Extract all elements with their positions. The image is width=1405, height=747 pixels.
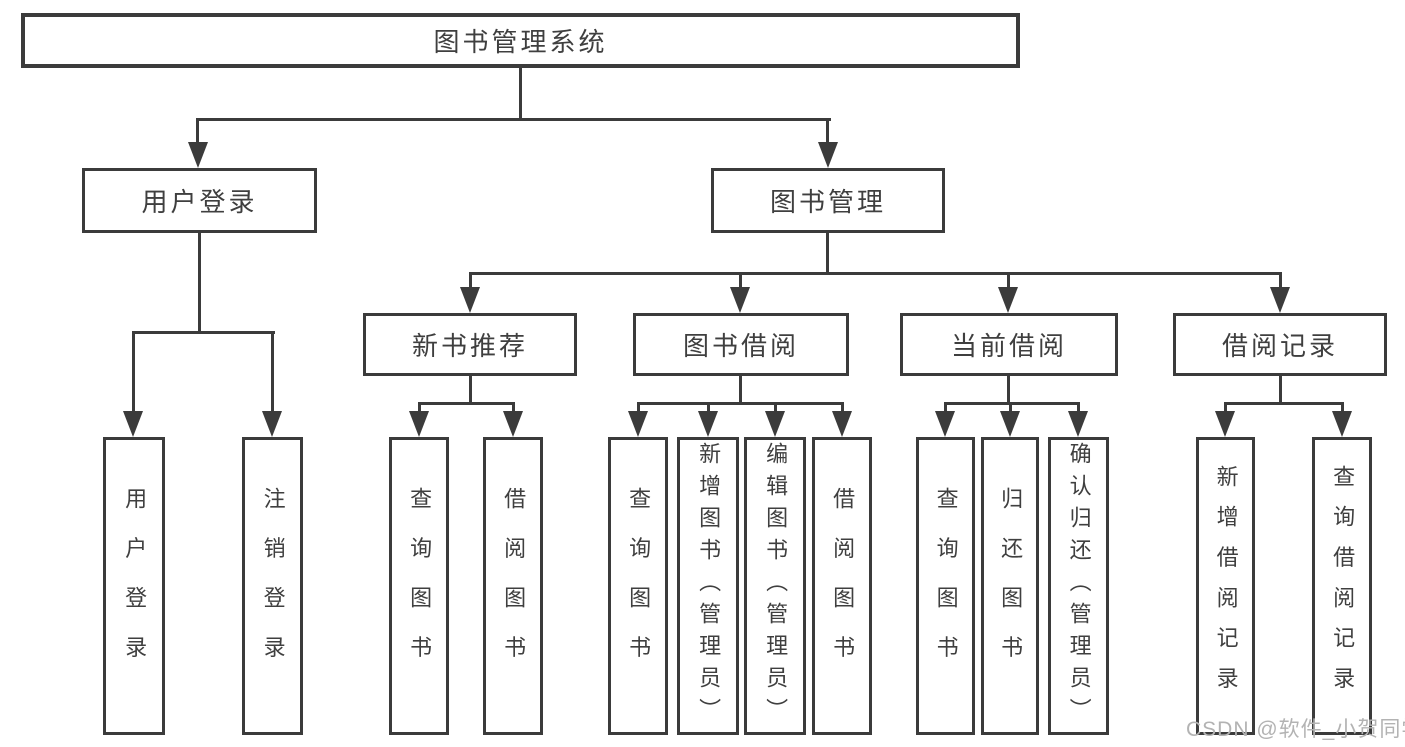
leaf-label: 编辑图书（管理员） [763,442,789,730]
line-segment [637,402,844,405]
line-segment [637,402,640,413]
arrowhead [765,411,785,437]
line-segment [196,118,831,121]
arrowhead [628,411,648,437]
line-segment [1224,402,1343,405]
node-confirm-return-admin: 确认归还（管理员） [1048,437,1109,735]
arrowhead [1332,411,1352,437]
line-segment [707,402,710,413]
line-segment [512,402,515,413]
arrowhead [998,287,1018,313]
node-user-login-leaf: 用户登录 [103,437,165,735]
line-segment [1009,402,1012,413]
line-segment [1007,272,1010,289]
arrowhead [1068,411,1088,437]
node-book-borrowing: 图书借阅 [633,313,849,376]
node-edit-book-admin: 编辑图书（管理员） [744,437,806,735]
node-root-library-system: 图书管理系统 [21,13,1020,68]
arrowhead [1270,287,1290,313]
node-new-book-recommend: 新书推荐 [363,313,577,376]
leaf-label: 新增借阅记录 [1213,465,1239,707]
arrowhead [730,287,750,313]
line-segment [469,272,1282,275]
arrowhead [832,411,852,437]
line-segment [418,402,421,413]
line-segment [1224,402,1227,413]
leaf-label: 查询图书 [626,487,652,685]
node-query-borrow-record: 查询借阅记录 [1312,437,1372,735]
leaf-label: 借阅图书 [830,487,856,685]
line-segment [271,331,274,413]
line-segment [739,272,742,289]
line-segment [944,402,1080,405]
node-query-books-borrowing: 查询图书 [608,437,668,735]
arrowhead [698,411,718,437]
arrowhead [1215,411,1235,437]
line-segment [1341,402,1344,413]
arrowhead [818,142,838,168]
line-segment [1279,272,1282,289]
leaf-label: 归还图书 [998,487,1024,685]
arrowhead [460,287,480,313]
node-borrow-books-recommend: 借阅图书 [483,437,543,735]
line-segment [198,231,201,333]
line-segment [1007,376,1010,404]
leaf-label: 查询图书 [933,487,959,685]
leaf-label: 查询图书 [407,487,433,685]
arrowhead [503,411,523,437]
line-segment [826,233,829,274]
line-segment [774,402,777,413]
node-user-login-branch: 用户登录 [82,168,317,233]
line-segment [132,331,135,413]
node-query-books-recommend: 查询图书 [389,437,449,735]
node-borrowing-records: 借阅记录 [1173,313,1387,376]
line-segment [1279,376,1282,404]
node-book-management-branch: 图书管理 [711,168,945,233]
node-return-books: 归还图书 [981,437,1039,735]
leaf-label: 借阅图书 [501,487,527,685]
line-segment [841,402,844,413]
line-segment [826,118,829,146]
line-segment [469,272,472,289]
arrowhead [188,142,208,168]
csdn-watermark: CSDN @软件_小贺同学 [1186,718,1405,741]
node-query-books-current: 查询图书 [916,437,975,735]
node-add-book-admin: 新增图书（管理员） [677,437,739,735]
node-current-borrowing: 当前借阅 [900,313,1118,376]
line-segment [1077,402,1080,413]
line-segment [132,331,275,334]
node-borrow-books-borrowing: 借阅图书 [812,437,872,735]
arrowhead [262,411,282,437]
arrowhead [123,411,143,437]
arrowhead [1000,411,1020,437]
line-segment [739,376,742,404]
arrowhead [409,411,429,437]
leaf-label: 确认归还（管理员） [1066,442,1092,730]
line-segment [418,402,515,405]
arrowhead [935,411,955,437]
node-logout-leaf: 注销登录 [242,437,303,735]
line-segment [944,402,947,413]
leaf-label: 注销登录 [260,487,286,685]
line-segment [196,118,199,146]
node-add-borrow-record: 新增借阅记录 [1196,437,1255,735]
line-segment [519,66,522,120]
leaf-label: 用户登录 [122,487,148,685]
line-segment [469,376,472,404]
leaf-label: 新增图书（管理员） [696,442,722,730]
leaf-label: 查询借阅记录 [1330,465,1356,707]
